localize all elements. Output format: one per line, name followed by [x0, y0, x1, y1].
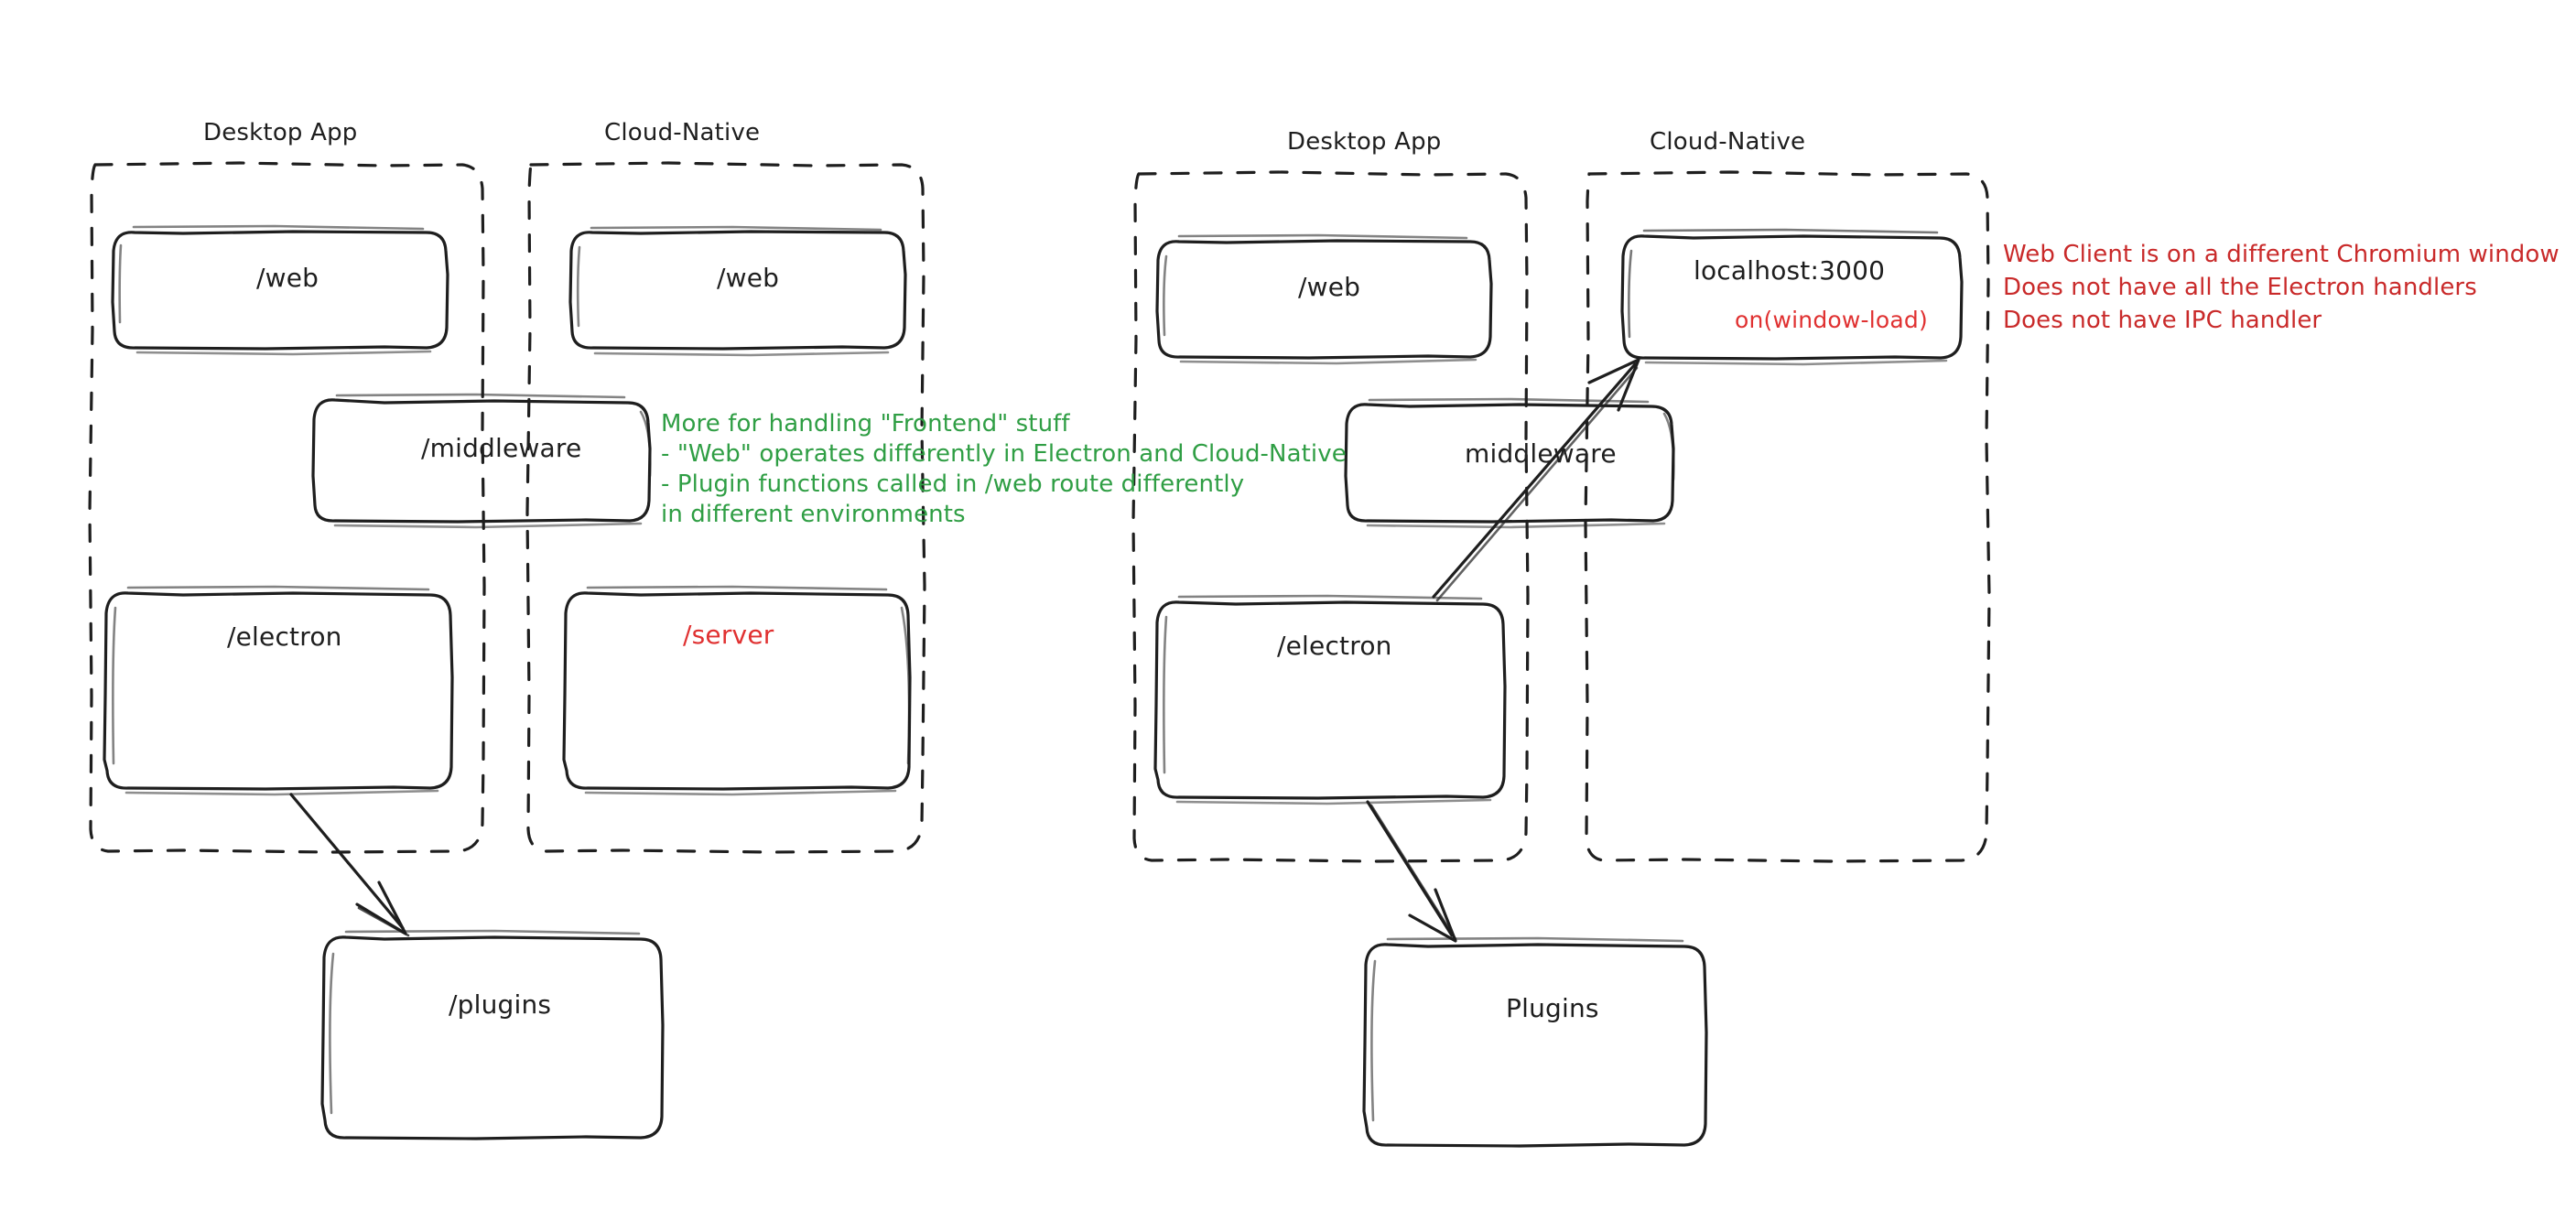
- node-left-plugins-shape: [320, 929, 665, 1140]
- note-green-line-1: More for handling "Frontend" stuff: [661, 410, 1070, 438]
- node-right-plugins-shape: [1362, 936, 1708, 1148]
- node-label-right-plugins: Plugins: [1506, 993, 1599, 1023]
- node-left-cloud-web-shape: [568, 225, 907, 357]
- node-label-right-localhost: localhost:3000: [1694, 255, 1886, 286]
- group-title-left-cloud: Cloud-Native: [604, 119, 761, 146]
- node-right-middleware-shape: [1344, 397, 1675, 529]
- arrow-left-electron-to-plugins: [289, 793, 410, 937]
- node-right-electron-shape: [1153, 594, 1507, 805]
- arrow-right-electron-to-plugins: [1366, 800, 1457, 943]
- note-red-line-3: Does not have IPC handler: [2003, 307, 2322, 334]
- node-left-server-shape: [562, 585, 912, 796]
- note-green-line-4: in different environments: [661, 501, 966, 528]
- note-red-line-1: Web Client is on a different Chromium wi…: [2003, 241, 2560, 268]
- node-sublabel-right-localhost: on(window-load): [1735, 307, 1928, 333]
- node-right-localhost-shape: [1620, 228, 1964, 366]
- note-red-line-2: Does not have all the Electron handlers: [2003, 274, 2477, 301]
- node-label-left-electron: /electron: [227, 621, 342, 652]
- group-title-right-cloud: Cloud-Native: [1650, 128, 1806, 156]
- node-left-electron-shape: [103, 585, 454, 796]
- group-title-left-desktop: Desktop App: [203, 119, 358, 146]
- node-label-right-middleware: middleware: [1465, 438, 1617, 469]
- note-green-line-2: - "Web" operates differently in Electron…: [661, 440, 1347, 468]
- note-green-line-3: - Plugin functions called in /web route …: [661, 470, 1245, 498]
- node-label-left-cloud-web: /web: [717, 263, 780, 293]
- group-title-right-desktop: Desktop App: [1287, 128, 1442, 156]
- node-label-right-electron: /electron: [1277, 631, 1392, 661]
- node-left-middleware-shape: [311, 393, 652, 529]
- node-label-left-middleware: /middleware: [421, 433, 582, 463]
- node-label-left-plugins: /plugins: [449, 989, 552, 1020]
- group-right-cloud: [1584, 170, 1991, 863]
- node-label-left-server: /server: [683, 620, 774, 650]
- node-label-right-desktop-web: /web: [1298, 272, 1361, 302]
- node-left-desktop-web-shape: [111, 224, 449, 356]
- node-label-left-desktop-web: /web: [256, 263, 319, 293]
- arrow-right-electron-to-localhost: [1432, 358, 1640, 602]
- node-right-desktop-web-shape: [1155, 233, 1493, 365]
